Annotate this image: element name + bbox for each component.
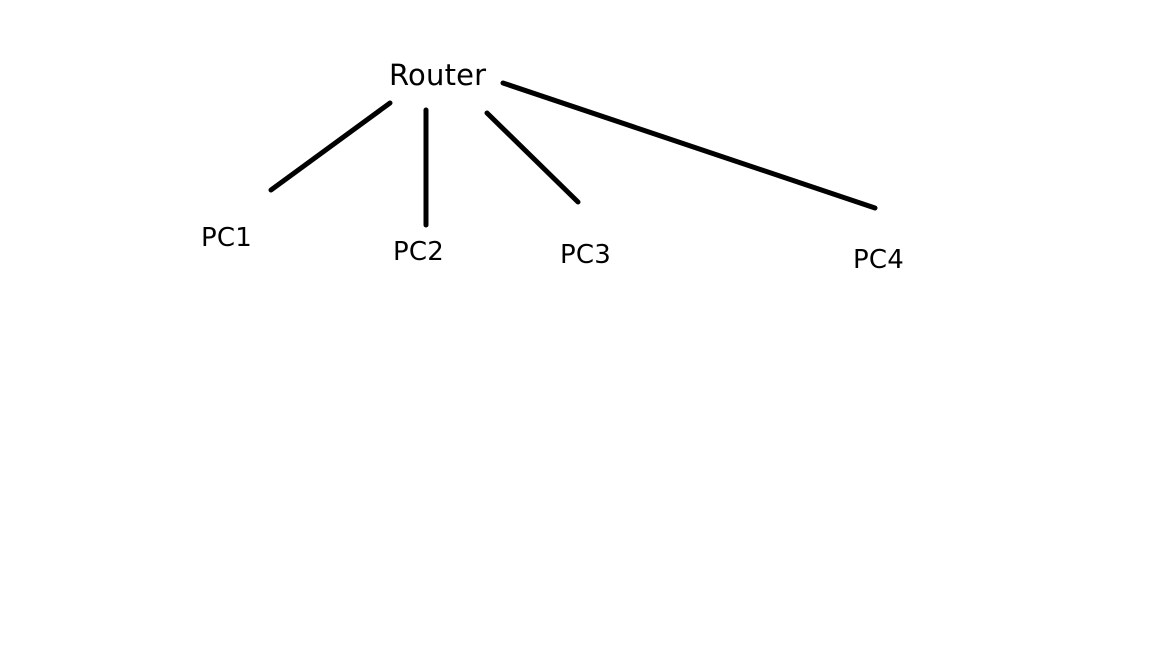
node-label-pc1: PC1 — [201, 223, 252, 253]
node-label-pc3: PC3 — [560, 240, 611, 270]
node-label-pc2: PC2 — [393, 237, 444, 267]
node-label-pc4: PC4 — [853, 245, 904, 275]
link-router-pc1 — [268, 100, 393, 193]
node-label-router: Router — [389, 58, 487, 92]
link-router-pc4 — [500, 80, 878, 211]
link-router-pc3 — [484, 110, 581, 205]
